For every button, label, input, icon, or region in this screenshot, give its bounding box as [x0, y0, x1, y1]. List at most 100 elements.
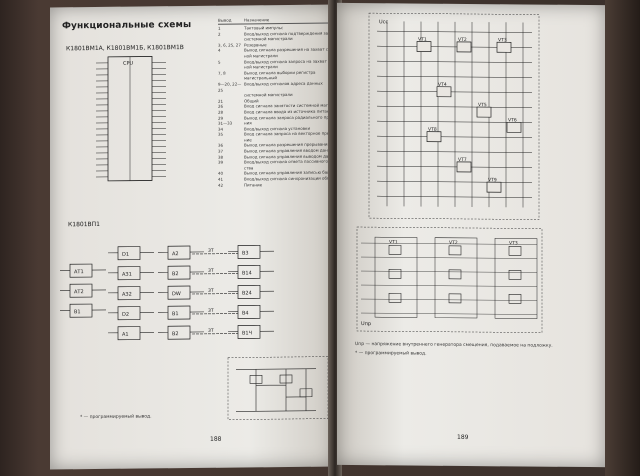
bus-label: ЗТ: [208, 268, 214, 274]
transistor-symbol: [388, 244, 402, 255]
transistor-label: VT3: [509, 240, 518, 246]
wire: [377, 150, 532, 153]
logic-block: [117, 286, 141, 301]
wire: [361, 256, 537, 259]
block-label: В24: [242, 290, 252, 296]
transistor-label: VT6: [508, 117, 517, 123]
schematic-frame: [356, 226, 543, 333]
wire: [377, 195, 532, 198]
page-title: Функциональные схемы: [62, 20, 192, 32]
block-label: А2: [172, 251, 179, 257]
legend-line-1: Uпр — напряжение внутреннего генератора …: [355, 341, 553, 349]
transistor-symbol: [456, 41, 472, 53]
wire: [377, 135, 532, 138]
chip-names: К1801ВМ1А, К1801ВМ1Б, К1801ВМ1В: [66, 44, 184, 53]
logic-block: [237, 264, 261, 279]
bus-label: ЗТ: [208, 248, 214, 254]
block-label: DW: [172, 291, 181, 297]
wire: [377, 60, 532, 63]
wire: [377, 90, 532, 93]
left-page: Функциональные схемы К1801ВМ1А, К1801ВМ1…: [50, 4, 335, 470]
transistor-symbol: [436, 86, 452, 98]
table-cell-pin: 9—20, 22—25: [218, 81, 242, 93]
schematic-frame: [368, 12, 540, 220]
transistor-symbol: [506, 121, 522, 133]
logic-block: [237, 284, 261, 299]
transistor-symbol: [456, 161, 472, 173]
transistor-label: VT2: [458, 37, 467, 43]
block-label: В4: [242, 310, 249, 316]
transistor-label: VT5: [478, 102, 487, 108]
transistor-symbol: [388, 292, 402, 303]
transistor-symbol: [388, 268, 402, 279]
wire: [377, 75, 532, 78]
wire: [377, 30, 532, 33]
table-header-purpose: Назначение: [244, 17, 270, 23]
table-cell-purpose: Вход/выход сигналов адреса данных: [244, 80, 323, 87]
cell-block: [434, 237, 478, 319]
bus-label: ЗТ: [208, 308, 214, 314]
block-label: А1: [122, 332, 129, 338]
book-cover-edge: [605, 0, 640, 476]
transistor-symbol: [448, 269, 462, 280]
block-label: В1: [172, 311, 179, 317]
wire: [377, 180, 532, 183]
transistor-label: VT1: [389, 239, 398, 245]
logic-block: [117, 246, 141, 261]
logic-block: [237, 304, 261, 319]
transistor-symbol: [448, 293, 462, 304]
transistor-symbol: [486, 181, 502, 193]
cpu-label: CPU: [123, 61, 134, 67]
footnote: * — программируемый вывод.: [80, 414, 152, 421]
transistor-symbol: [426, 131, 442, 143]
logic-block: [167, 245, 191, 260]
legend-line-2: * — программируемый вывод.: [355, 350, 427, 357]
transistor-symbol: [508, 270, 522, 280]
chip2-name: К1801ВП1: [68, 220, 100, 229]
wire: [377, 105, 532, 108]
cell-block: [494, 237, 538, 319]
wire: [361, 242, 537, 245]
bus-label: ЗТ: [208, 288, 214, 294]
block-label: В2: [172, 271, 179, 277]
block-label: D1: [122, 252, 129, 258]
block-label: В3: [242, 250, 249, 256]
transistor-label: VT8: [428, 127, 437, 133]
logic-block: [69, 263, 93, 278]
transistor-label: VT3: [498, 37, 507, 43]
transistor-label: VT2: [449, 240, 458, 246]
logic-block: [237, 244, 261, 259]
block-label: АТ2: [74, 289, 84, 295]
logic-block: [69, 283, 93, 298]
logic-block: [69, 303, 93, 318]
wire: [361, 298, 537, 301]
transistor-symbol: [448, 245, 462, 256]
cpu-pinout-diagram: CPU: [96, 56, 166, 182]
logic-block: [167, 325, 191, 340]
wire: [377, 120, 532, 123]
block-label: В14: [242, 270, 252, 276]
block-label: АТ1: [74, 269, 84, 275]
bus-label: ЗТ: [208, 328, 214, 334]
transistor-symbol: [508, 246, 522, 256]
wire: [377, 165, 532, 168]
transistor-label: VT4: [438, 82, 447, 88]
logic-block: [237, 324, 261, 339]
logic-block: [117, 326, 141, 341]
block-label: АЗ1: [122, 272, 132, 278]
block-label: В2: [172, 331, 179, 337]
logic-block: [117, 266, 141, 281]
wire: [361, 270, 537, 273]
transistor-symbol: [508, 294, 522, 304]
block-label: АЗ2: [122, 292, 132, 298]
transistor-label: VT9: [488, 177, 497, 183]
logic-block: [167, 305, 191, 320]
wire: [361, 284, 537, 287]
transistor-label: VT1: [418, 37, 427, 43]
transistor-symbol: [476, 106, 492, 118]
